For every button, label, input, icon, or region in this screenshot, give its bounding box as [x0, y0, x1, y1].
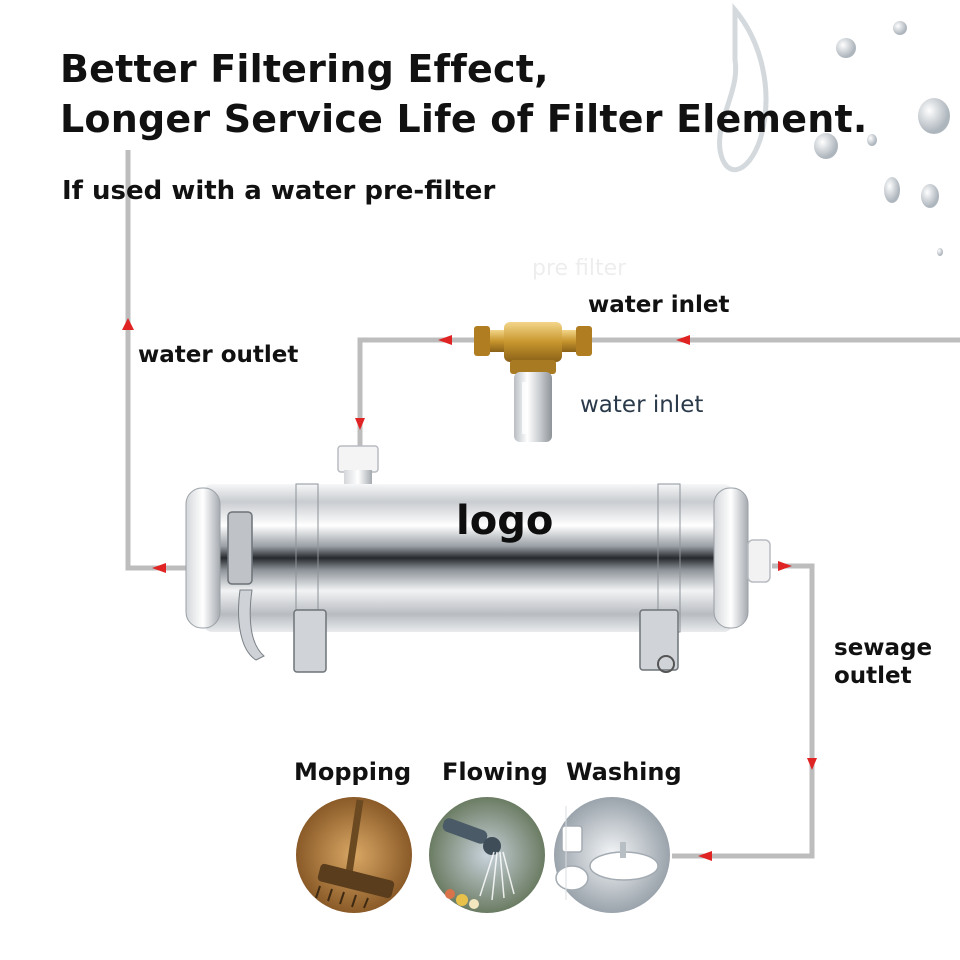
sewage-outlet-label: sewage outlet — [834, 634, 932, 690]
pre-filter — [474, 322, 592, 442]
bathroom-sink-photo-icon — [554, 797, 670, 913]
headline-line-1: Better Filtering Effect, — [60, 47, 549, 91]
use-label-mopping: Mopping — [294, 758, 412, 786]
sewage-outlet-line-2: outlet — [834, 663, 912, 689]
sewage-outlet-line-1: sewage — [834, 635, 933, 661]
water-outlet-label: water outlet — [138, 342, 299, 368]
use-label-washing: Washing — [566, 758, 682, 786]
arrow-down-sewage — [807, 758, 817, 770]
water-inlet-label: water inlet — [588, 292, 730, 318]
arrow-down-inlet — [355, 418, 365, 430]
water-droplets-decoration — [717, 3, 950, 256]
stainless-filter-tank — [185, 445, 771, 673]
headline-line-2: Longer Service Life of Filter Element. — [60, 97, 868, 141]
arrow-left-outlet — [152, 563, 166, 573]
arrow-left-sewage — [698, 851, 712, 861]
flow-arrows — [122, 318, 817, 861]
arrow-up-outlet — [122, 318, 134, 330]
arrow-right-sewage — [778, 561, 792, 571]
use-case-images — [296, 797, 670, 913]
use-label-flowing: Flowing — [442, 758, 548, 786]
ghost-watermark: pre filter — [532, 256, 627, 281]
arrow-left-inlet-left — [438, 335, 452, 345]
mop-photo-icon — [296, 797, 412, 913]
subheadline: If used with a water pre-filter — [62, 176, 496, 206]
garden-hose-photo-icon — [429, 797, 545, 913]
arrow-left-inlet-right — [676, 335, 690, 345]
tank-logo-text: logo — [456, 498, 554, 544]
headline: Better Filtering Effect, Longer Service … — [60, 44, 867, 144]
prefilter-water-inlet-label: water inlet — [580, 392, 704, 418]
